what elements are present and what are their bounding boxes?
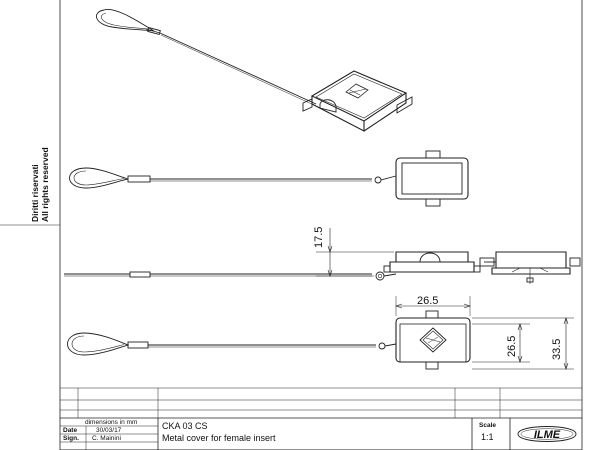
scale-label: Scale <box>479 422 496 429</box>
isometric-view <box>96 9 413 132</box>
drawing-frame <box>0 0 583 450</box>
end-view <box>479 251 581 284</box>
date-label: Date <box>63 427 77 434</box>
company-logo: ILME <box>534 429 561 441</box>
dimension-26-5-depth: 26.5 <box>506 336 518 357</box>
date-value: 30/03/17 <box>96 427 122 434</box>
dimension-26-5-width: 26.5 <box>417 295 438 307</box>
front-view <box>69 150 469 207</box>
rights-reserved-english: All rights reserved <box>40 147 50 222</box>
dimension-33-5: 33.5 <box>551 339 563 360</box>
drawing-code: CKA 03 CS <box>162 421 208 431</box>
rights-reserved-italian: Diritti riservati <box>30 164 40 222</box>
scale-value: 1:1 <box>481 432 494 442</box>
dimension-17-5: 17.5 <box>313 227 325 248</box>
top-view <box>67 296 574 370</box>
drawing-description: Metal cover for female insert <box>162 433 276 443</box>
units-label: dimensions in mm <box>85 419 137 426</box>
sign-label: Sign. <box>63 435 79 442</box>
title-block <box>60 418 577 450</box>
side-view <box>64 228 481 281</box>
sign-value: C. Mainini <box>92 435 121 442</box>
